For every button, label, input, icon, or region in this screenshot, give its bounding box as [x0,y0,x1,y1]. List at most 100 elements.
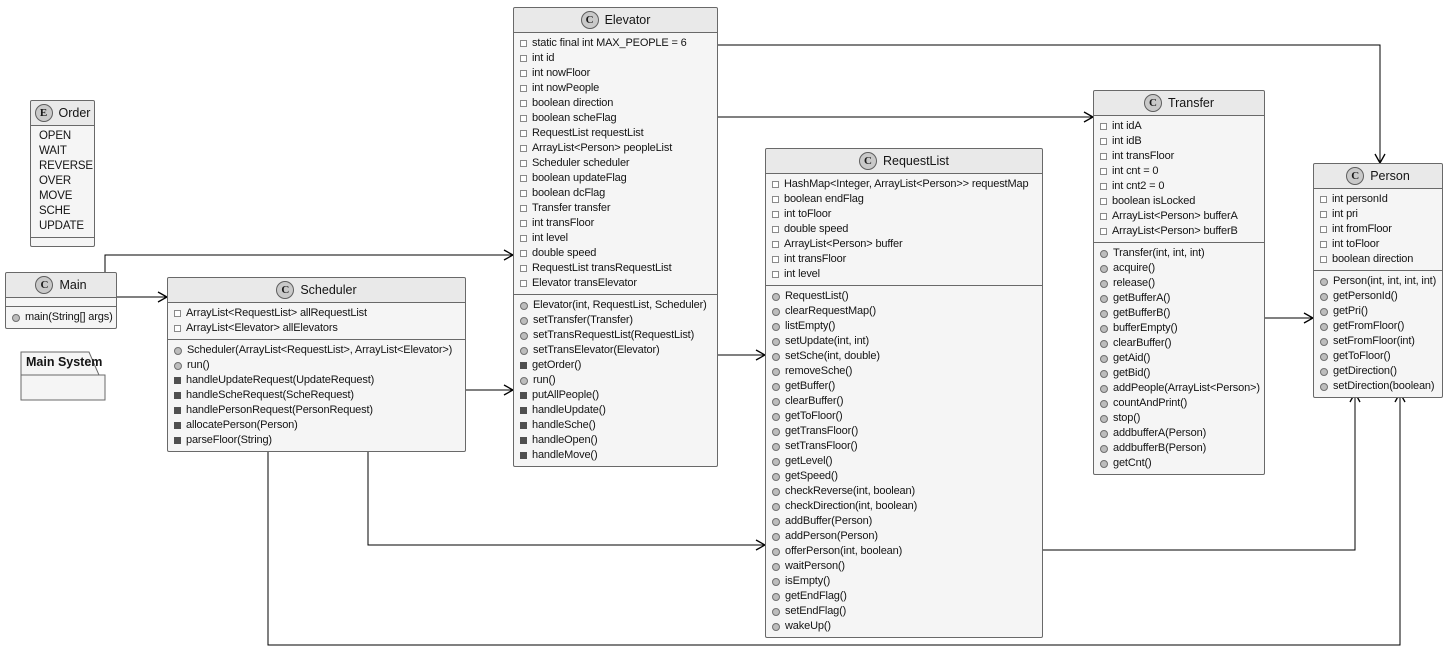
field-text: boolean dcFlag [532,187,606,199]
field-row: boolean scheFlag [514,111,717,126]
field-text: int fromFloor [1332,223,1392,235]
field-visibility-icon [772,211,779,218]
class-elevator-header: C Elevator [514,8,717,32]
class-icon: C [1143,94,1162,112]
method-row: listEmpty() [766,319,1042,334]
method-row: run() [168,358,465,373]
field-text: static final int MAX_PEOPLE = 6 [532,37,687,49]
public-method-icon [772,502,780,511]
method-text: waitPerson() [785,560,845,572]
field-visibility-icon [520,190,527,197]
field-text: boolean scheFlag [532,112,617,124]
public-method-icon [12,313,20,322]
method-text: getAid() [1113,352,1151,364]
field-visibility-icon [772,271,779,278]
enum-literal: OVER [39,175,71,187]
method-row: Scheduler(ArrayList<RequestList>, ArrayL… [168,343,465,358]
public-method-icon [174,346,182,355]
public-method-icon [1320,307,1328,316]
method-row: checkReverse(int, boolean) [766,484,1042,499]
class-order-header: E Order [31,101,94,125]
class-main-header: C Main [6,273,116,297]
method-text: setTransfer(Transfer) [533,314,633,326]
field-row: double speed [514,246,717,261]
method-text: getPersonId() [1333,290,1398,302]
field-visibility-icon [772,181,779,188]
field-visibility-icon [1100,183,1107,190]
public-method-icon [1100,264,1108,273]
public-method-icon [520,346,528,355]
method-row: addBuffer(Person) [766,514,1042,529]
class-icon: C [276,281,295,299]
method-text: getBufferB() [1113,307,1171,319]
class-requestlist[interactable]: C RequestList HashMap<Integer, ArrayList… [765,148,1043,638]
method-row: isEmpty() [766,574,1042,589]
public-method-icon [772,397,780,406]
field-text: int transFloor [784,253,847,265]
field-text: int pri [1332,208,1358,220]
method-row: getBuffer() [766,379,1042,394]
field-text: int nowFloor [532,67,591,79]
method-text: addPerson(Person) [785,530,878,542]
method-row: setTransFloor() [766,439,1042,454]
method-row: setTransElevator(Elevator) [514,343,717,358]
field-visibility-icon [520,145,527,152]
method-text: clearRequestMap() [785,305,876,317]
field-visibility-icon [520,40,527,47]
field-text: ArrayList<RequestList> allRequestList [186,307,367,319]
class-elevator-title: Elevator [604,13,651,27]
field-text: ArrayList<Person> bufferB [1112,225,1238,237]
class-requestlist-fields: HashMap<Integer, ArrayList<Person>> requ… [766,173,1042,285]
method-text: getPri() [1333,305,1368,317]
public-method-icon [1320,337,1328,346]
class-requestlist-header: C RequestList [766,149,1042,173]
method-row: getPri() [1314,304,1442,319]
public-method-icon [1100,354,1108,363]
public-method-icon [772,607,780,616]
method-text: getSpeed() [785,470,838,482]
field-row: int transFloor [1094,149,1264,164]
method-text: countAndPrint() [1113,397,1188,409]
field-visibility-icon [520,100,527,107]
method-text: addPeople(ArrayList<Person>) [1113,382,1260,394]
method-text: getEndFlag() [785,590,847,602]
field-text: Elevator transElevator [532,277,637,289]
public-method-icon [1320,292,1328,301]
method-row: setUpdate(int, int) [766,334,1042,349]
class-scheduler[interactable]: C Scheduler ArrayList<RequestList> allRe… [167,277,466,452]
enum-icon: E [34,104,53,122]
public-method-icon [772,517,780,526]
method-text: setTransFloor() [785,440,858,452]
field-visibility-icon [1320,256,1327,263]
field-visibility-icon [520,265,527,272]
field-text: int toFloor [1332,238,1380,250]
method-row: run() [514,373,717,388]
field-row: RequestList transRequestList [514,261,717,276]
class-elevator[interactable]: C Elevator static final int MAX_PEOPLE =… [513,7,718,467]
method-row: acquire() [1094,261,1264,276]
field-visibility-icon [520,235,527,242]
package-main-system[interactable]: Main System [20,351,108,407]
enum-literal: WAIT [39,145,67,157]
field-row: int level [766,267,1042,282]
field-text: ArrayList<Elevator> allElevators [186,322,338,334]
private-method-icon [520,407,527,414]
method-row: offerPerson(int, boolean) [766,544,1042,559]
class-main[interactable]: C Main main(String[] args) [5,272,117,329]
class-requestlist-title: RequestList [882,154,949,168]
method-text: getDirection() [1333,365,1397,377]
method-text: isEmpty() [785,575,831,587]
field-row: ArrayList<Elevator> allElevators [168,321,465,336]
package-label: Main System [26,355,103,369]
field-row: RequestList requestList [514,126,717,141]
field-row: double speed [766,222,1042,237]
private-method-icon [520,437,527,444]
method-text: clearBuffer() [785,395,844,407]
